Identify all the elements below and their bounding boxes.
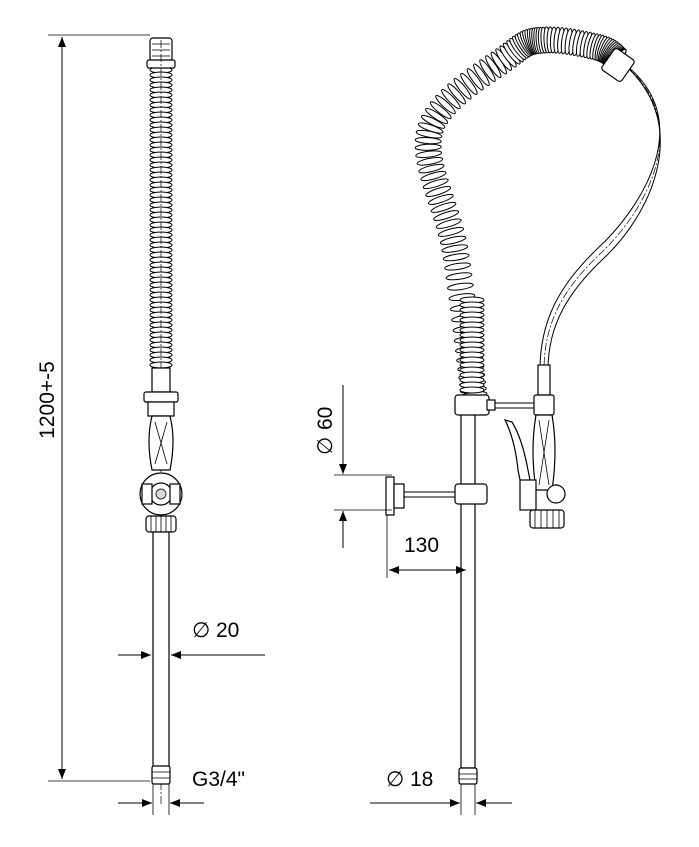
side-view: ∅ 60 130 ∅ 18 bbox=[314, 26, 661, 815]
arm-length-dimension: 130 bbox=[386, 515, 466, 578]
height-dimension: 1200+-5 bbox=[36, 34, 150, 782]
side-diameter-symbol: ∅ bbox=[386, 768, 404, 791]
side-diameter-dimension: ∅ 18 bbox=[370, 768, 512, 815]
front-valve-body bbox=[139, 367, 183, 533]
front-diameter-dimension: ∅ 20 bbox=[118, 619, 265, 659]
front-view: 1200+-5 bbox=[36, 34, 265, 815]
mount-diameter-dimension: ∅ 60 bbox=[314, 385, 392, 548]
side-diameter-label: 18 bbox=[410, 768, 433, 791]
side-upper-clamp bbox=[454, 394, 535, 416]
height-dimension-label: 1200+-5 bbox=[36, 361, 59, 439]
side-spring-coil bbox=[414, 26, 627, 399]
side-spray-head bbox=[601, 48, 635, 82]
mount-diameter-symbol: ∅ bbox=[314, 437, 337, 455]
thread-dimension: G3/4" bbox=[118, 768, 245, 815]
side-column bbox=[458, 399, 478, 785]
side-hose bbox=[539, 61, 661, 371]
mount-diameter-label: 60 bbox=[314, 407, 337, 430]
arm-length-label: 130 bbox=[404, 534, 439, 557]
front-diameter-label: 20 bbox=[216, 619, 239, 642]
front-diameter-symbol: ∅ bbox=[192, 619, 210, 642]
side-spray-gun bbox=[503, 364, 566, 529]
side-wall-bracket bbox=[385, 476, 488, 516]
front-column bbox=[151, 531, 171, 785]
thread-label: G3/4" bbox=[192, 768, 245, 791]
